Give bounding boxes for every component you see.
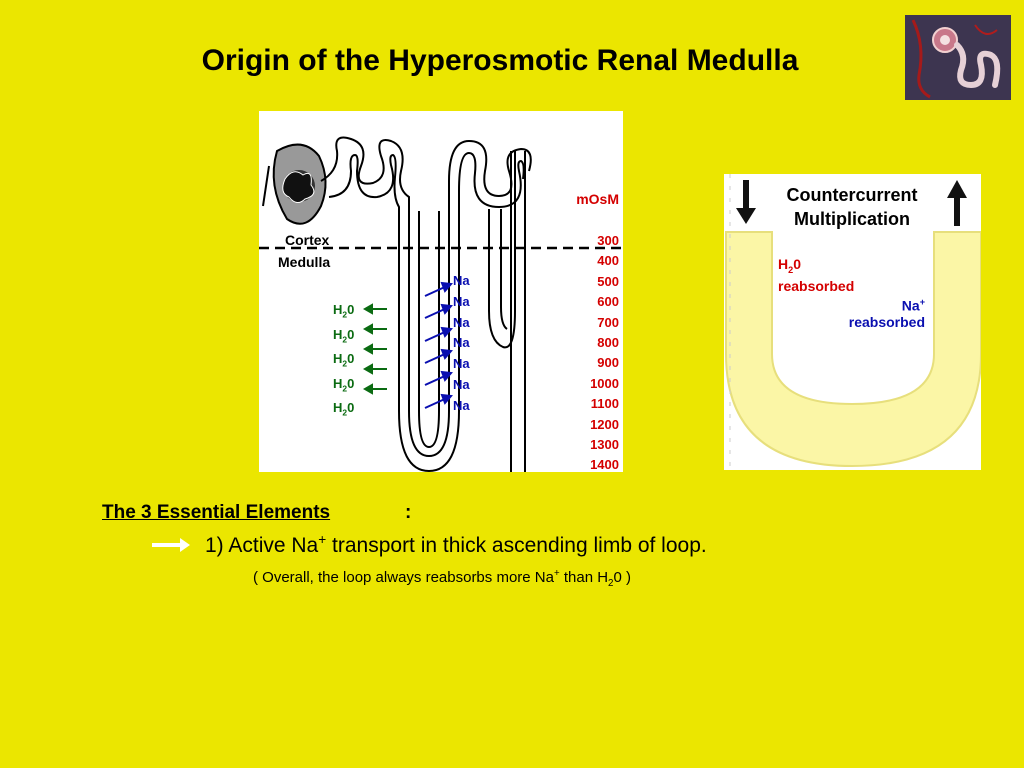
note-text-a: ( Overall, the loop always reabsorbs mor…	[253, 569, 554, 586]
osmolarity-value: 400	[597, 253, 619, 269]
na-label: Na	[453, 335, 470, 351]
point-1: 1) Active Na+ transport in thick ascendi…	[205, 532, 707, 558]
mosm-header: mOsM	[576, 191, 619, 207]
na-reabsorbed-label: Na+ reabsorbed	[849, 294, 925, 330]
osmolarity-value: 700	[597, 314, 619, 330]
na-label: Na	[453, 356, 470, 372]
heading-colon: :	[405, 502, 412, 523]
osmolarity-value: 900	[597, 355, 619, 371]
h2o-label: H20	[333, 400, 355, 418]
cortex-label: Cortex	[285, 232, 330, 248]
osmolarity-value: 600	[597, 294, 619, 310]
h2o-labels: H20 H20 H20 H20 H20	[333, 300, 354, 423]
osmolarity-value: 500	[597, 273, 619, 289]
medulla-label: Medulla	[278, 254, 331, 270]
right-arrow-icon	[152, 538, 190, 552]
osmolarity-value: 1400	[590, 457, 619, 472]
osmolarity-value: 800	[597, 335, 619, 351]
osmolarity-value: 300	[597, 233, 619, 248]
na-label: Na	[453, 376, 470, 392]
h2o-reabsorbed-text: reabsorbed	[778, 277, 855, 294]
h2o-label: H20	[333, 375, 355, 394]
na-labels: Na Na Na Na Na Na Na	[453, 271, 470, 417]
essential-elements-heading: The 3 Essential Elements	[102, 502, 331, 523]
h2o-label: H20	[333, 326, 355, 345]
countercurrent-title-line1: Countercurrent	[786, 185, 918, 205]
note-text-c: 0 )	[613, 569, 631, 586]
osmolarity-value: 1100	[590, 396, 619, 412]
osmolarity-value: 1200	[590, 416, 619, 432]
h2o-reabsorbed-label: H20 reabsorbed	[778, 256, 854, 294]
h2o-symbol: H	[778, 256, 789, 272]
na-label: Na	[453, 397, 470, 413]
na-reabsorbed-text: reabsorbed	[848, 313, 925, 330]
note-text-b: than H	[559, 569, 609, 586]
na-symbol: Na	[901, 297, 920, 314]
nephron-thumbnail-image	[905, 15, 1011, 100]
osmolarity-value: 1000	[590, 375, 619, 391]
countercurrent-title: Countercurrent Multiplication	[768, 183, 936, 231]
point-1-text-a: 1) Active Na	[205, 534, 319, 557]
point-1-text-b: transport in thick ascending limb of loo…	[326, 534, 707, 557]
point-1-superscript: +	[318, 532, 327, 547]
h2o-label: H20	[333, 351, 355, 369]
note-subscript: 2	[608, 578, 614, 589]
countercurrent-title-line2: Multiplication	[794, 209, 910, 229]
h2o-tail: 0	[793, 256, 801, 272]
na-label: Na	[453, 314, 470, 330]
h2o-label: H20	[333, 302, 355, 320]
osmolarity-value: 1300	[590, 437, 619, 453]
na-label: Na	[453, 293, 470, 309]
osmolarity-scale: 300 400 500 600 700 800 900 1000 1100 12…	[590, 231, 619, 472]
countercurrent-diagram: Countercurrent Multiplication H20 reabso…	[724, 174, 981, 470]
na-label: Na	[453, 273, 470, 288]
note-superscript: +	[553, 568, 560, 579]
loop-note: ( Overall, the loop always reabsorbs mor…	[253, 568, 631, 589]
slide-title: Origin of the Hyperosmotic Renal Medulla	[201, 44, 799, 77]
nephron-loop-diagram: Cortex Medulla mOsM 300 400 500 600 700 …	[259, 111, 623, 472]
na-superscript: +	[919, 297, 925, 307]
h2o-subscript: 2	[788, 264, 794, 275]
